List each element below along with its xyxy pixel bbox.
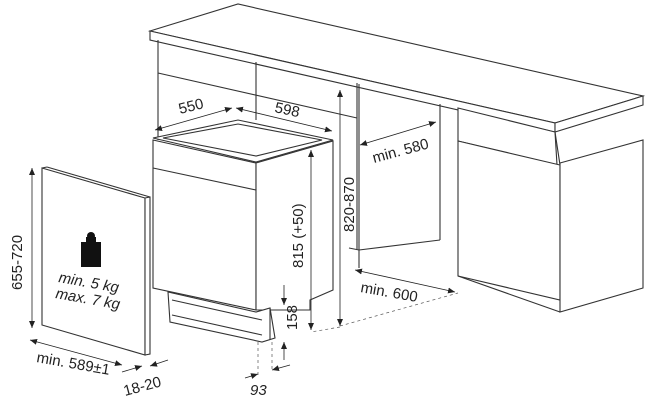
appliance-height-label: 815 (+50): [290, 203, 307, 268]
plinth-depth-label: 93: [250, 382, 267, 399]
dimension-lines: [29, 90, 459, 379]
niche: [348, 84, 441, 268]
width-label: 598: [273, 99, 301, 121]
door-panel: [41, 166, 151, 356]
niche-depth-label: min. 580: [371, 136, 431, 167]
panel-width-label: min. 589±1: [35, 349, 111, 379]
plinth-height-label: 158: [284, 305, 301, 330]
panel-height-label: 655-720: [9, 235, 26, 290]
panel-thickness-label: 18-20: [122, 374, 163, 400]
right-cabinet: [457, 107, 644, 313]
weight-icon: [81, 232, 101, 267]
niche-width-label: min. 600: [359, 279, 419, 306]
niche-height-label: 820-870: [341, 177, 358, 232]
depth-label: 550: [177, 95, 205, 118]
countertop: [147, 3, 646, 133]
